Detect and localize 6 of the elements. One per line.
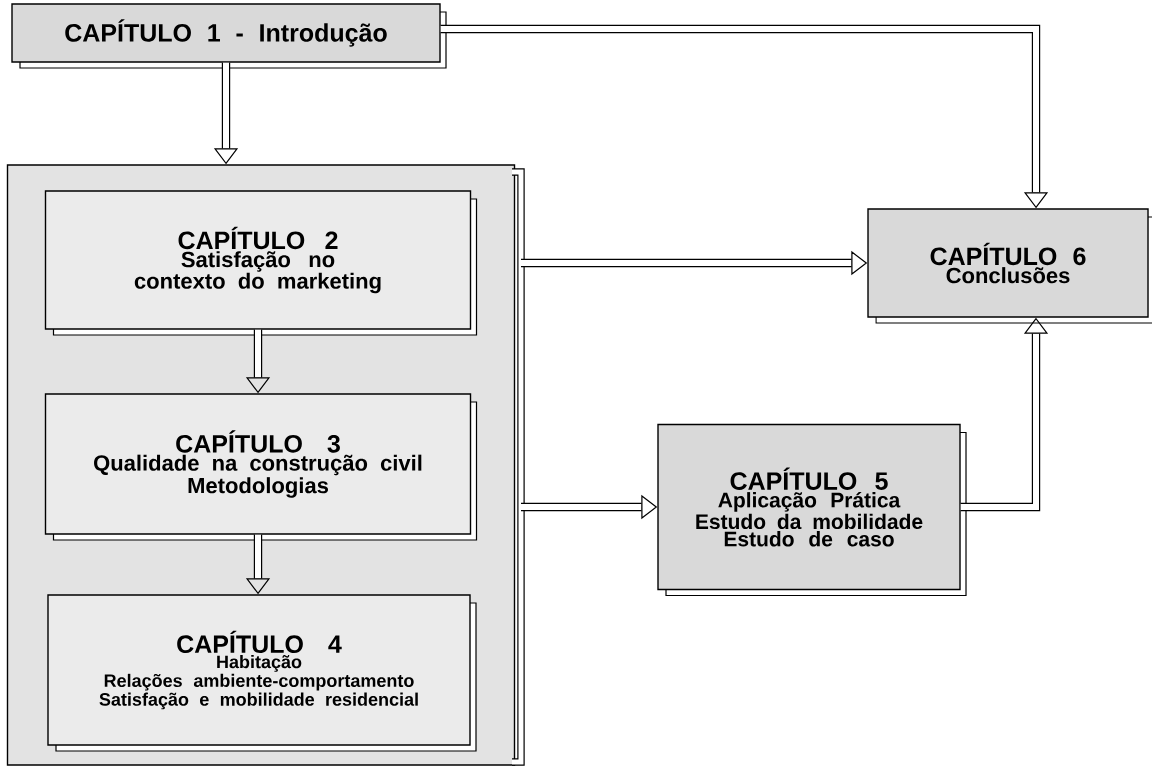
chapter-box: CAPÍTULO 1 - Introdução: [11, 3, 447, 69]
chapter-box: CAPÍTULO 5 Aplicação Prática Estudo da mobilidade Estudo de caso: [657, 423, 967, 597]
chapter-box: CAPÍTULO 4 Habitação Relações ambiente-comportamento Satisfação e mobilidade residencial: [47, 594, 477, 752]
chapter-box: CAPÍTULO 3 Qualidade na construção civil Metodologias: [44, 393, 478, 541]
chapter-box: CAPÍTULO 2 Satisfação no contexto do marketing: [44, 190, 478, 336]
chapter-box: CAPÍTULO 6 Conclusões: [867, 208, 1152, 324]
